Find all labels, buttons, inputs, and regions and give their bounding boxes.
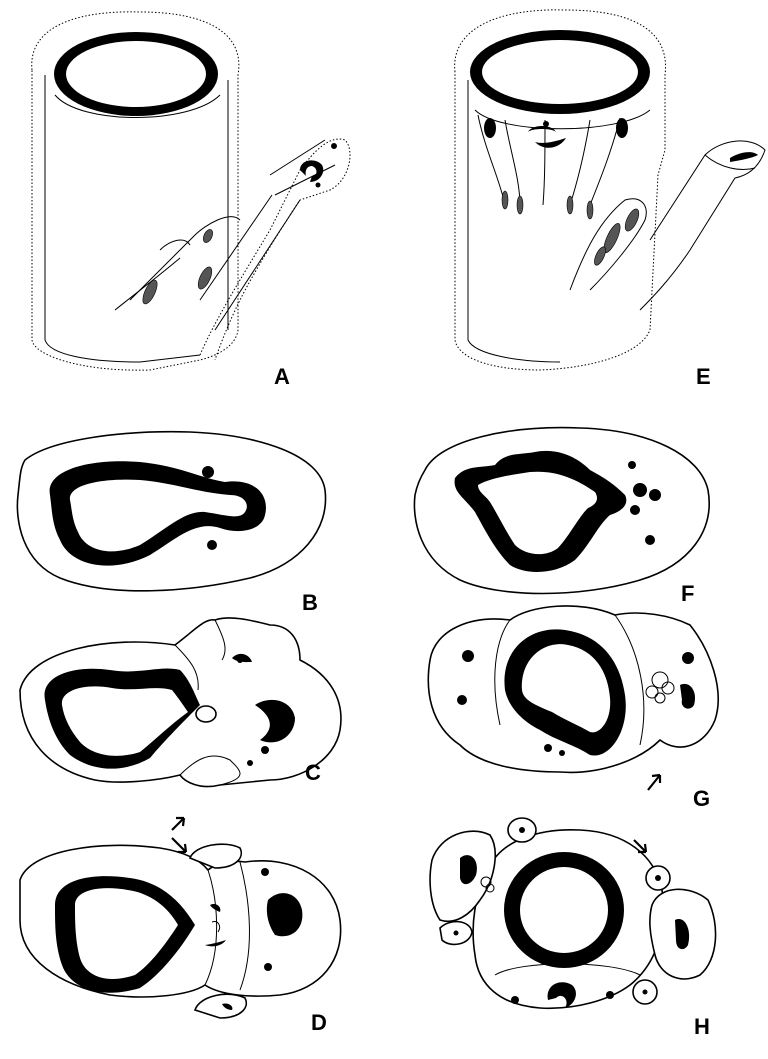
panel-label-f: F xyxy=(681,581,694,606)
panel-label-c: C xyxy=(305,760,321,785)
panel-d-drawing xyxy=(20,844,341,1018)
panel-label-b: B xyxy=(302,590,318,615)
panel-f-drawing xyxy=(414,428,709,594)
arrow-c-d-upper xyxy=(172,818,184,830)
panel-a-drawing xyxy=(32,12,350,370)
panel-label-a: A xyxy=(274,364,290,389)
arrow-g xyxy=(648,775,660,790)
panel-g-drawing xyxy=(428,606,718,772)
panel-label-e: E xyxy=(696,364,711,389)
panel-label-h: H xyxy=(694,1014,710,1039)
panel-h-drawing xyxy=(430,818,715,1008)
arrow-c-d-lower xyxy=(172,838,186,852)
panel-c-drawing xyxy=(20,618,341,787)
panel-b-drawing xyxy=(17,432,325,591)
panel-e-drawing xyxy=(455,10,765,370)
panel-label-d: D xyxy=(311,1010,327,1035)
panel-label-g: G xyxy=(693,786,710,811)
